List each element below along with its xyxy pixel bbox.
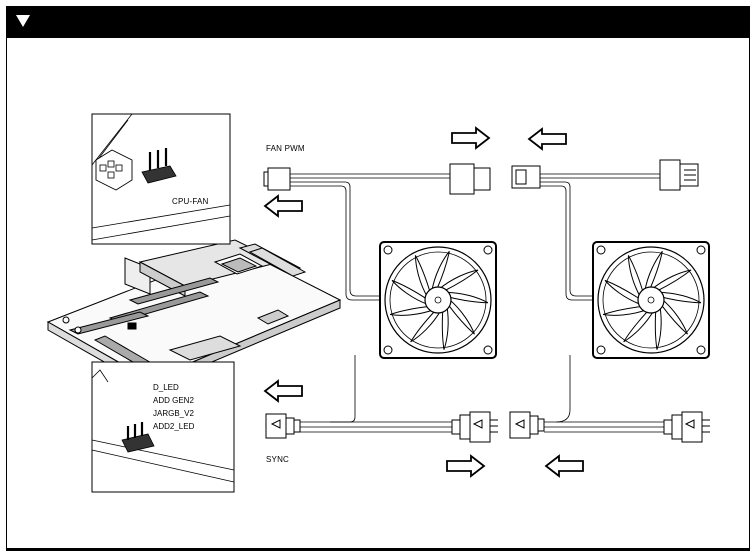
arrow-right-icon: [446, 454, 486, 478]
section-header-bar: [6, 6, 750, 38]
arrow-left-icon: [527, 127, 567, 151]
sync-label: SYNC: [266, 455, 290, 464]
cpu-fan-header-inset: [91, 113, 231, 245]
cable-connector-icon: [265, 411, 710, 443]
cable-connector-icon: [263, 159, 699, 195]
argb-header-label: D_LED: [153, 383, 179, 392]
arrow-left-icon: [544, 454, 584, 478]
diagram-frame: [6, 38, 750, 548]
argb-cable: [300, 355, 664, 433]
arrow-left-icon: [263, 379, 303, 403]
case-fan-icon: [379, 241, 497, 359]
pwm-cable: [290, 173, 660, 301]
case-fan-icon: [592, 241, 710, 359]
argb-header-inset: [91, 361, 235, 493]
arrow-left-icon: [263, 194, 303, 218]
bottom-rule: [6, 548, 750, 551]
triangle-down-icon: [16, 15, 30, 27]
argb-header-label: JARGB_V2: [153, 409, 194, 418]
argb-header-labels: D_LED ADD GEN2 JARGB_V2 ADD2_LED: [153, 381, 194, 433]
argb-header-label: ADD2_LED: [153, 422, 195, 431]
cpu-fan-label: CPU-FAN: [172, 197, 209, 206]
fan-pwm-label: FAN PWM: [266, 144, 305, 153]
argb-header-label: ADD GEN2: [153, 396, 194, 405]
arrow-right-icon: [451, 126, 491, 150]
motherboard-icon: [46, 239, 342, 389]
